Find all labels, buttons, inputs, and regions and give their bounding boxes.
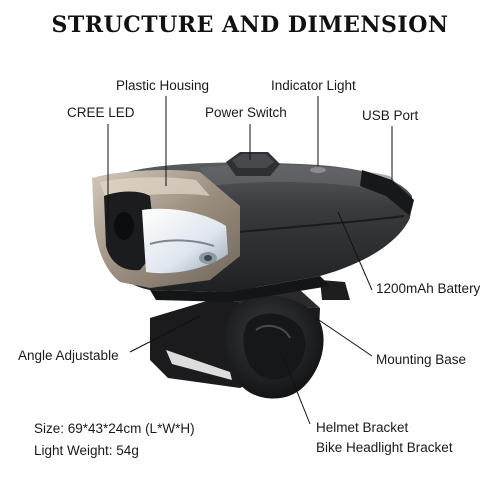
page-title: STRUCTURE AND DIMENSION [51, 12, 449, 38]
label-usb-port: USB Port [362, 108, 419, 123]
label-plastic-housing: Plastic Housing [116, 78, 210, 93]
spec-weight: Light Weight: 54g [34, 443, 139, 458]
adjustment-knob-shape [225, 295, 324, 399]
label-power-switch: Power Switch [205, 105, 287, 120]
front-bezel-shape [92, 170, 240, 288]
label-cree-led: CREE LED [67, 105, 135, 120]
leader-brackets [281, 353, 311, 425]
label-battery: 1200mAh Battery [376, 281, 481, 296]
leader-battery [337, 211, 373, 291]
label-helmet-bracket: Helmet Bracket [316, 420, 409, 435]
leader-angle-adjustable [129, 315, 201, 353]
label-bike-bracket: Bike Headlight Bracket [316, 440, 453, 455]
leader-mounting-base [315, 317, 373, 357]
label-indicator-light: Indicator Light [271, 78, 356, 93]
label-mounting-base: Mounting Base [376, 352, 467, 367]
leader-lines [107, 96, 393, 425]
spec-size: Size: 69*43*24cm (L*W*H) [34, 421, 195, 436]
label-angle-adjustable: Angle Adjustable [18, 348, 119, 363]
